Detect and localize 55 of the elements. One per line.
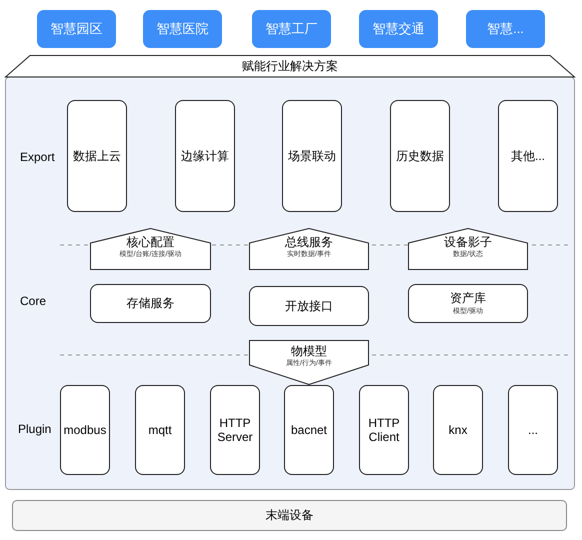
node-label: 历史数据 [396, 148, 444, 164]
solution-box [359, 10, 438, 48]
module-box [508, 385, 558, 475]
node-label: bacnet [290, 422, 328, 438]
node-label: HTTP Server [216, 416, 254, 444]
device-layer-bar [12, 500, 567, 531]
module-box [60, 385, 110, 475]
node-label: 场景联动 [288, 148, 336, 164]
layer-label: Plugin [18, 422, 52, 436]
node-label: 智慧医院 [156, 21, 208, 37]
layer-label: Core [20, 294, 46, 308]
node-label: 存储服务 [126, 296, 174, 311]
node-label: 智慧... [487, 21, 524, 37]
node-label: 总线服务 [285, 235, 333, 250]
panel-heading: 赋能行业解决方案 [242, 59, 338, 74]
module-box [210, 385, 260, 475]
solution-box [466, 10, 545, 48]
node-label: 边缘计算 [181, 148, 229, 164]
node-label: 其他... [510, 148, 545, 164]
service-box [249, 286, 369, 326]
module-box [282, 100, 342, 212]
module-box [135, 385, 185, 475]
solution-box [252, 10, 331, 48]
node-label: ... [526, 422, 539, 438]
node-label: 智慧交通 [372, 21, 424, 37]
solution-box [37, 10, 116, 48]
node-label: 开放接口 [285, 298, 333, 314]
module-box [284, 385, 334, 475]
node-label: 数据上云 [73, 148, 121, 164]
node-label: 末端设备 [266, 508, 314, 523]
down-arrow-box [249, 340, 369, 385]
node-label: mqtt [147, 422, 173, 438]
module-box [67, 100, 127, 212]
layer-label: Export [20, 150, 55, 164]
node-label: 物模型 [291, 344, 327, 358]
module-box [433, 385, 483, 475]
service-box [90, 284, 211, 323]
pentagon-box [249, 228, 369, 270]
node-label: 设备影子 [444, 235, 492, 250]
node-label: 核心配置 [126, 235, 174, 250]
node-label: modbus [62, 422, 108, 438]
module-box [175, 100, 235, 212]
pentagon-box [408, 228, 528, 270]
module-box [390, 100, 450, 212]
node-label: HTTP Client [367, 416, 401, 444]
pentagon-box [90, 228, 211, 270]
service-box [408, 284, 528, 323]
node-label: 资产库 [450, 291, 486, 306]
module-box [498, 100, 558, 212]
node-label: 智慧园区 [50, 21, 102, 37]
platform-panel [5, 55, 575, 490]
module-box [359, 385, 409, 475]
solution-box [143, 10, 222, 48]
node-label: 智慧工厂 [266, 21, 318, 37]
node-label: knx [448, 422, 468, 438]
